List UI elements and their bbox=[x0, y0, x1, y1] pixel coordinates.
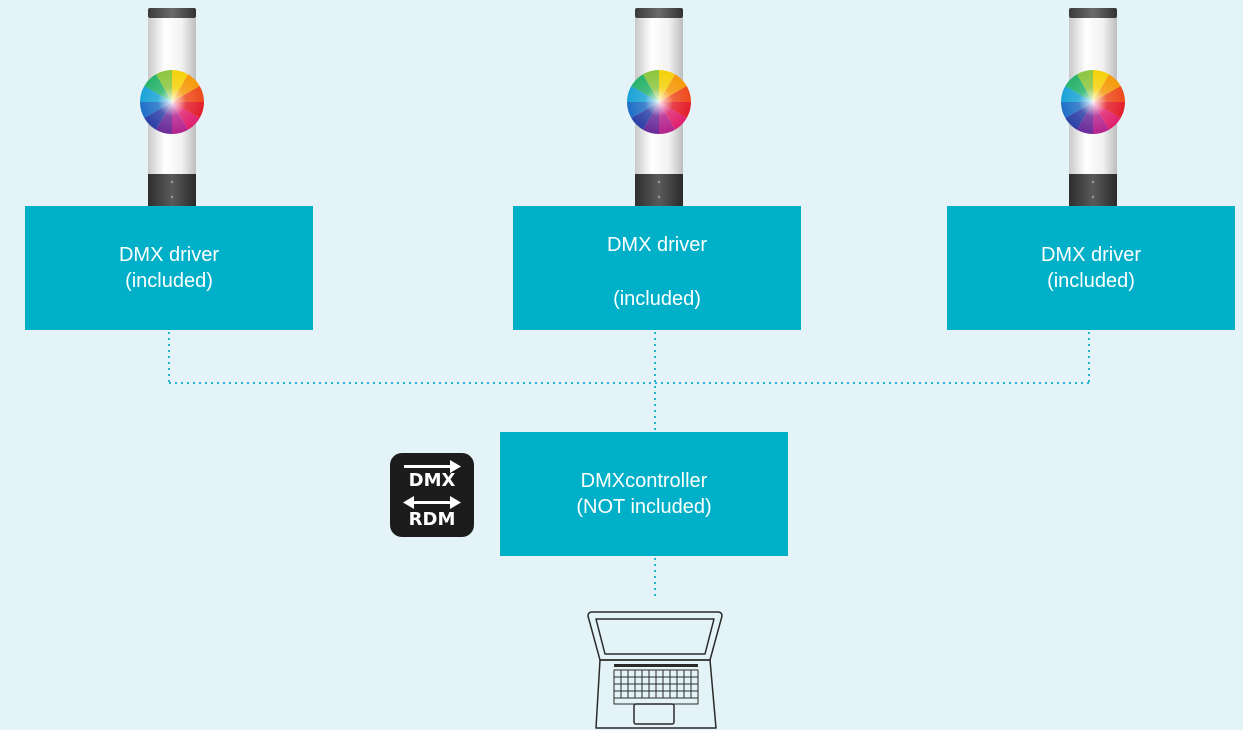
driver-subtitle: (included) bbox=[1047, 270, 1135, 292]
rdm-label: RDM bbox=[408, 509, 456, 530]
dmx-controller-box: DMXcontroller (NOT included) bbox=[500, 432, 788, 556]
driver-title: DMX driver bbox=[606, 234, 707, 256]
controller-subtitle: (NOT included) bbox=[576, 496, 712, 518]
laptop-icon bbox=[587, 611, 723, 729]
dmx-driver-box: DMX driver (included) bbox=[513, 206, 801, 330]
dmx-rdm-arrows-icon bbox=[403, 460, 461, 509]
driver-subtitle: (included) bbox=[125, 270, 213, 292]
dmx-driver-box: DMX driver (included) bbox=[25, 206, 313, 330]
bollard-light-icon bbox=[1061, 8, 1125, 206]
dmx-label: DMX bbox=[408, 470, 456, 491]
driver-title: DMX driver bbox=[118, 244, 219, 266]
bollard-light-icon bbox=[627, 8, 691, 206]
connector-lines bbox=[168, 332, 1090, 600]
driver-title: DMX driver bbox=[1040, 244, 1141, 266]
driver-subtitle: (included) bbox=[613, 288, 701, 310]
dmx-rdm-badge: DMX RDM bbox=[390, 453, 474, 537]
dmx-driver-box: DMX driver (included) bbox=[947, 206, 1235, 330]
bollard-light-icon bbox=[140, 8, 204, 206]
controller-title: DMXcontroller bbox=[580, 470, 708, 492]
